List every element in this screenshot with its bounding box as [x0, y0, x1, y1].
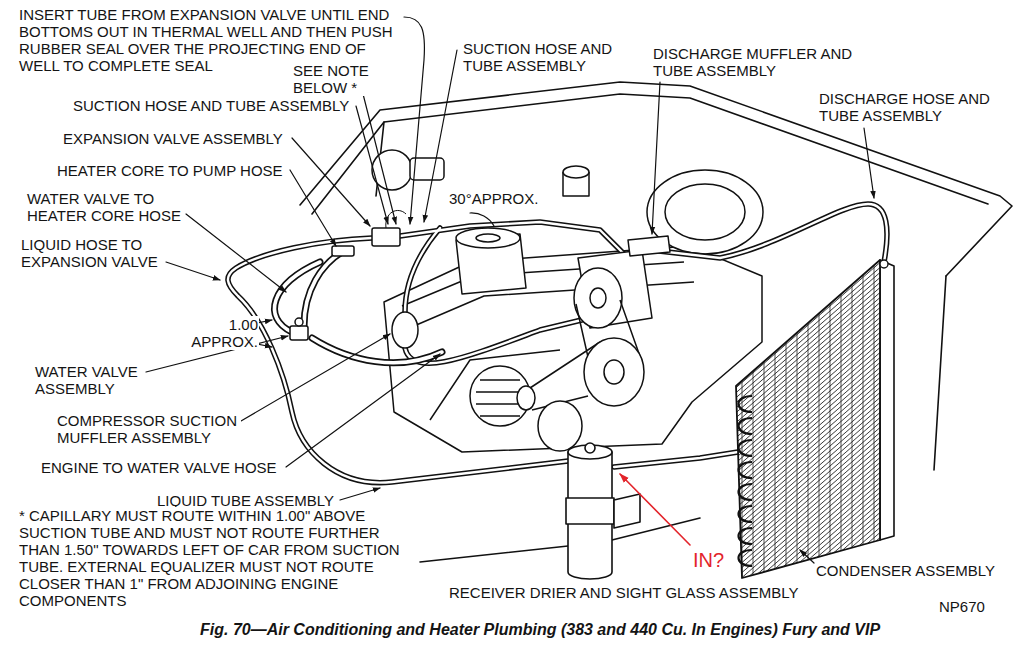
part-label: ENGINE TO WATER VALVE HOSE — [40, 459, 280, 476]
receiver-drier — [614, 494, 640, 528]
engine-accessory — [332, 246, 354, 256]
body-panel — [300, 82, 1012, 276]
engine-accessory — [295, 318, 303, 326]
annotation-arrow — [620, 474, 690, 545]
condenser — [739, 396, 753, 566]
leader-line — [166, 262, 220, 280]
engine-accessory — [604, 360, 624, 384]
engine-accessory — [563, 166, 589, 178]
part-label: RECEIVER DRIER AND SIGHT GLASS ASSEMBLY — [448, 584, 804, 601]
leader-line — [286, 354, 440, 467]
handwritten-annotation: IN? — [692, 548, 728, 572]
condenser — [736, 260, 880, 578]
part-label: EXPANSION VALVE ASSEMBLY — [62, 130, 287, 147]
engine-block — [372, 150, 412, 190]
engine-block — [665, 184, 745, 240]
leader-line — [800, 550, 814, 563]
heater-hose — [274, 252, 442, 363]
leader-line — [404, 17, 424, 224]
leader-line — [652, 82, 660, 234]
engine-accessory — [590, 288, 606, 308]
body-panel — [420, 546, 568, 562]
engine-accessory — [628, 236, 670, 256]
leader-line — [290, 170, 336, 246]
body-panel — [934, 276, 946, 470]
leader-line — [356, 106, 388, 224]
engine-block — [414, 282, 694, 326]
part-label: DISCHARGE HOSE AND TUBE ASSEMBLY — [818, 90, 994, 124]
part-label: SUCTION HOSE AND TUBE ASSEMBLY — [462, 40, 626, 74]
leader-line — [241, 334, 390, 421]
part-label: HEATER CORE TO PUMP HOSE — [56, 162, 287, 179]
part-label: WATER VALVE ASSEMBLY — [34, 363, 141, 397]
engine-accessory — [386, 210, 406, 228]
condenser — [736, 260, 880, 578]
figure-number: NP670 — [938, 598, 988, 615]
receiver-drier — [585, 443, 595, 453]
engine-accessory — [517, 386, 535, 410]
engine-accessory — [372, 228, 400, 246]
leader-line — [362, 90, 396, 224]
part-label: WATER VALVE TO HEATER CORE HOSE — [26, 190, 184, 224]
note-reference: SEE NOTE BELOW * — [292, 62, 372, 96]
condenser — [880, 260, 894, 540]
engine-accessory — [290, 326, 308, 340]
leader-line — [864, 128, 874, 198]
part-label: COMPRESSOR SUCTION MUFFLER ASSEMBLY — [56, 412, 241, 446]
refrigerant-hose — [650, 204, 887, 262]
engine-accessory — [574, 268, 622, 328]
condenser — [880, 260, 888, 268]
refrigerant-hose — [614, 452, 738, 467]
refrigerant-hose — [650, 204, 887, 262]
refrigerant-hose — [405, 228, 440, 312]
leader-line — [186, 214, 286, 292]
engine-block — [372, 150, 763, 452]
engine-accessory — [392, 312, 418, 348]
engine-accessory — [584, 338, 644, 406]
heater-hose — [304, 252, 342, 326]
part-label: SUCTION HOSE AND TUBE ASSEMBLY — [72, 97, 355, 114]
condenser — [736, 260, 880, 578]
receiver-drier — [566, 498, 614, 524]
refrigerant-hose — [405, 228, 440, 312]
leader-line — [470, 213, 494, 226]
note-text: * CAPILLARY MUST ROUTE WITHIN 1.00" ABOV… — [18, 507, 407, 609]
part-label: DISCHARGE MUFFLER AND TUBE ASSEMBLY — [652, 45, 857, 79]
heater-hose — [274, 252, 442, 363]
figure-caption: Fig. 70—Air Conditioning and Heater Plum… — [199, 620, 884, 639]
annotation-arrow — [620, 474, 690, 545]
engine-accessory — [538, 401, 582, 451]
dimension-label: 30°APPROX. — [448, 190, 542, 207]
body-panel — [300, 82, 1012, 562]
heater-hose — [274, 252, 442, 363]
heater-hose — [274, 262, 320, 332]
leader-line — [340, 488, 380, 500]
part-label: LIQUID HOSE TO EXPANSION VALVE — [20, 236, 161, 270]
leader-line — [292, 138, 370, 226]
heater-hose — [274, 262, 320, 332]
engine-accessory — [456, 228, 520, 248]
dimension-label: 1.00 APPROX. — [188, 316, 259, 350]
receiver-drier — [566, 443, 640, 579]
engine-accessory — [290, 166, 670, 451]
part-label: CONDENSER ASSEMBLY — [815, 562, 999, 579]
refrigerant-hose — [614, 452, 738, 467]
condenser — [736, 260, 894, 578]
engine-accessory — [476, 234, 500, 242]
